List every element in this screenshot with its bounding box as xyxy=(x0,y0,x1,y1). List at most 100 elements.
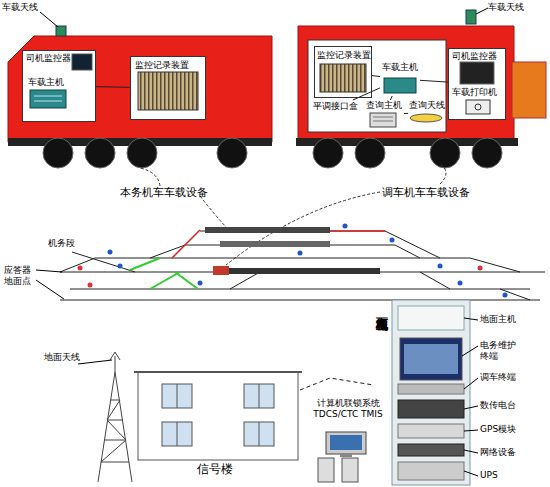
signal xyxy=(118,264,123,269)
tower-antenna xyxy=(110,352,120,372)
query-host: 查询主机 xyxy=(364,100,404,128)
tower-leg xyxy=(98,372,132,482)
rack-monitor xyxy=(400,338,462,380)
tower-lattice xyxy=(101,400,129,462)
rack-unit xyxy=(398,400,464,418)
printer-icon xyxy=(466,100,490,114)
host-unit: 车载主机 xyxy=(380,62,420,96)
leader-line xyxy=(36,270,62,272)
computer-tower xyxy=(318,458,334,482)
monitor-printer-box: 司机监控器车载打印机 xyxy=(448,48,506,120)
train xyxy=(220,241,330,247)
recorder-box: 监控记录装置 xyxy=(314,46,372,98)
node-text: 车载主机 xyxy=(28,77,78,88)
equipment-panel xyxy=(308,40,446,132)
windows xyxy=(162,384,274,446)
wheel xyxy=(127,138,157,168)
signal xyxy=(78,266,83,271)
signal-building: 信号楼 xyxy=(130,368,300,480)
monitor-icon xyxy=(460,62,494,84)
annotation-label: 应答器 地面点 xyxy=(4,265,34,287)
annotation-label: UPS xyxy=(480,470,540,481)
recorder-icon xyxy=(138,72,198,110)
rack-unit xyxy=(398,384,464,394)
node-text: 查询天线 xyxy=(409,100,446,111)
node-text: 监控记录装置 xyxy=(135,60,203,71)
wheel xyxy=(313,138,343,168)
annotation-label: 地面主机 xyxy=(480,314,540,325)
track-layout xyxy=(60,231,545,300)
locomotive-hood xyxy=(512,62,546,118)
node-text: 平调接口盒 xyxy=(313,101,362,112)
interlocking-computer: 计算机联锁系统 TDCS/CTC TMIS xyxy=(312,398,384,482)
node-text: 车载主机 xyxy=(382,62,420,73)
signal xyxy=(198,281,203,286)
window-frame xyxy=(177,384,259,446)
recorder-box: 监控记录装置 xyxy=(130,56,206,120)
antenna-tower xyxy=(98,352,132,482)
callout-line xyxy=(140,168,160,186)
signals xyxy=(108,224,508,298)
signal xyxy=(88,283,93,288)
leader-line xyxy=(464,318,478,320)
monitor-icon xyxy=(72,54,92,70)
callout-line xyxy=(200,196,226,227)
leader-line xyxy=(464,430,478,431)
monitor-screen xyxy=(404,344,458,374)
query-antenna-icon xyxy=(410,114,442,122)
signals xyxy=(78,266,483,288)
signal xyxy=(458,281,463,286)
host-icon xyxy=(384,78,416,93)
host-icon xyxy=(30,90,66,108)
train xyxy=(205,227,330,233)
annotation-label: 网络设备 xyxy=(480,447,540,458)
printer-detail xyxy=(475,104,481,110)
train xyxy=(215,268,380,274)
annotation-label: 本务机车车载设备 xyxy=(120,186,230,199)
leader-line xyxy=(40,12,58,27)
node-text: 信号楼 xyxy=(185,462,245,476)
computer-tower xyxy=(342,458,358,482)
query-host-icon xyxy=(370,113,396,127)
signal xyxy=(298,251,303,256)
track xyxy=(470,258,520,272)
track xyxy=(420,272,450,289)
signal xyxy=(390,238,395,243)
annotation-label: 数传电台 xyxy=(480,400,540,411)
route-line xyxy=(172,230,200,258)
node-text: 监控记录装置 xyxy=(317,50,373,61)
track xyxy=(70,289,530,290)
shunting-locomotive xyxy=(213,266,229,275)
annotation-label: 车载天线 xyxy=(488,2,538,13)
antenna xyxy=(466,10,476,24)
wheel xyxy=(85,138,115,168)
connector xyxy=(390,96,392,100)
callout-line xyxy=(440,164,446,184)
annotation-label: GPS模块 xyxy=(480,424,540,435)
leader-line xyxy=(36,280,64,299)
connector xyxy=(300,378,374,390)
node-text: 车载打印机 xyxy=(452,87,506,98)
locomotive-body xyxy=(8,36,272,142)
leader-line xyxy=(462,346,478,356)
leader-line xyxy=(464,378,478,389)
computer-screen xyxy=(330,435,362,450)
connector xyxy=(404,113,408,114)
annotation-label: 调车机车车载设备 xyxy=(382,186,492,199)
wheel xyxy=(472,138,502,168)
node-text: 司机监控器 xyxy=(452,51,506,62)
wheel xyxy=(217,138,247,168)
leader-line xyxy=(464,450,478,453)
monitor-panel: 司机监控器车载主机 xyxy=(22,50,96,122)
node-text: 司机监控器 xyxy=(26,53,76,64)
annotation-label: 地面天线 xyxy=(44,352,84,363)
track xyxy=(500,289,530,300)
host-detail xyxy=(34,96,62,101)
wheel xyxy=(355,138,385,168)
leader-lines xyxy=(462,318,478,476)
ground-cabinet: 地面主机柜 xyxy=(374,300,472,486)
